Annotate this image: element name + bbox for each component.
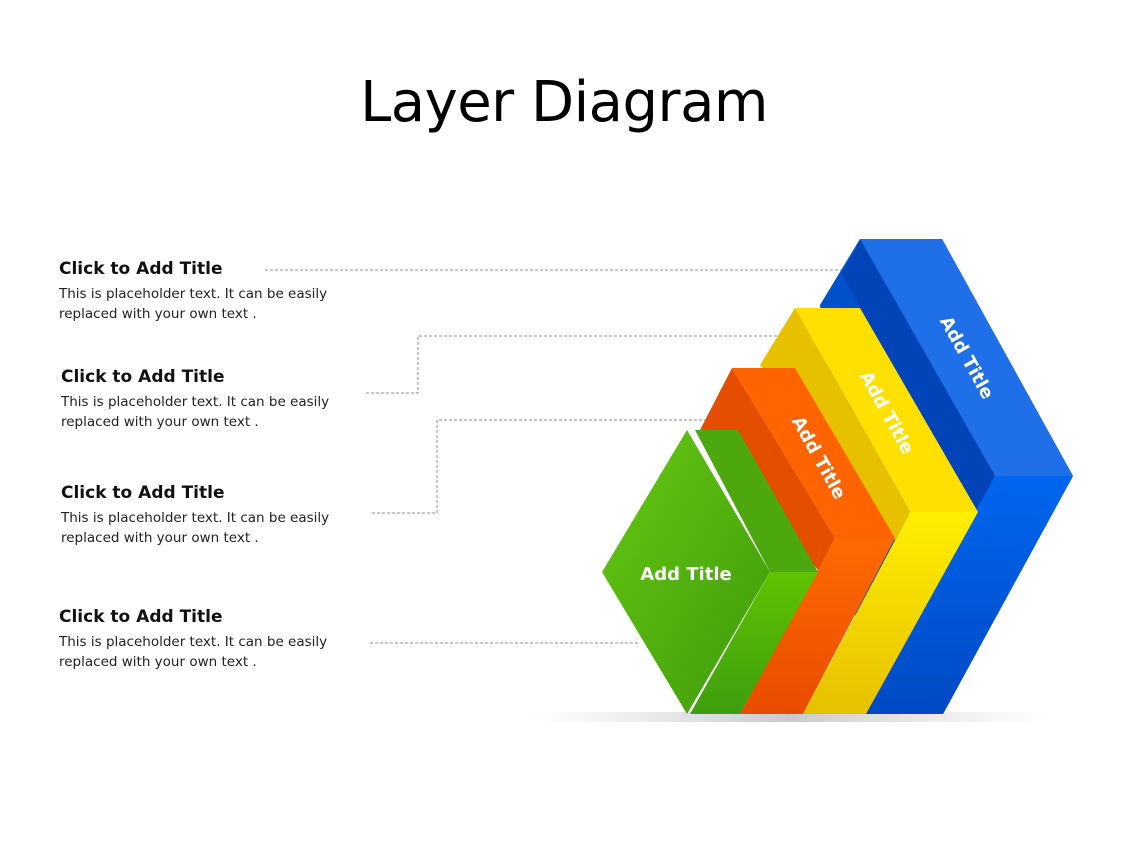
- layer-yellow-side: [760, 308, 910, 540]
- layer-blue-side: [842, 239, 995, 512]
- callout-title[interactable]: Click to Add Title: [59, 259, 223, 279]
- callout-text[interactable]: This is placeholder text. It can be easi…: [61, 510, 330, 546]
- connector-line: [372, 419, 717, 514]
- layer-yellow-top: [795, 308, 978, 512]
- callout-text[interactable]: This is placeholder text. It can be easi…: [59, 634, 328, 670]
- callout-title[interactable]: Click to Add Title: [61, 483, 225, 503]
- connector-lines: [265, 269, 850, 644]
- callout-text[interactable]: This is placeholder text. It can be easi…: [59, 286, 328, 322]
- floor-shadow: [530, 712, 1050, 722]
- layer-orange-front: [740, 538, 895, 714]
- layer-orange-top: [732, 368, 895, 538]
- layer-blue-top: [860, 239, 1073, 476]
- callout-text[interactable]: This is placeholder text. It can be easi…: [61, 394, 330, 430]
- callout-title[interactable]: Click to Add Title: [61, 367, 225, 387]
- layer-yellow[interactable]: [760, 308, 978, 714]
- callout-2: Click to Add Title This is placeholder t…: [61, 367, 361, 432]
- callout-title[interactable]: Click to Add Title: [59, 607, 223, 627]
- layer-green-face: [602, 430, 770, 714]
- layer-orange[interactable]: [700, 368, 895, 714]
- layer-yellow-front: [803, 512, 978, 714]
- callout-4: Click to Add Title This is placeholder t…: [59, 607, 359, 672]
- callout-3: Click to Add Title This is placeholder t…: [61, 483, 361, 548]
- layer-green-front: [690, 572, 818, 714]
- page-title: Layer Diagram: [360, 70, 768, 135]
- callout-1: Click to Add Title This is placeholder t…: [59, 259, 359, 324]
- layer-green-side: [695, 430, 818, 572]
- layer-green[interactable]: [602, 430, 818, 714]
- layer-blue-front: [866, 476, 1073, 714]
- connector-line: [366, 335, 790, 394]
- layer-orange-side: [700, 368, 835, 570]
- layer-green-label[interactable]: Add Title: [640, 564, 731, 585]
